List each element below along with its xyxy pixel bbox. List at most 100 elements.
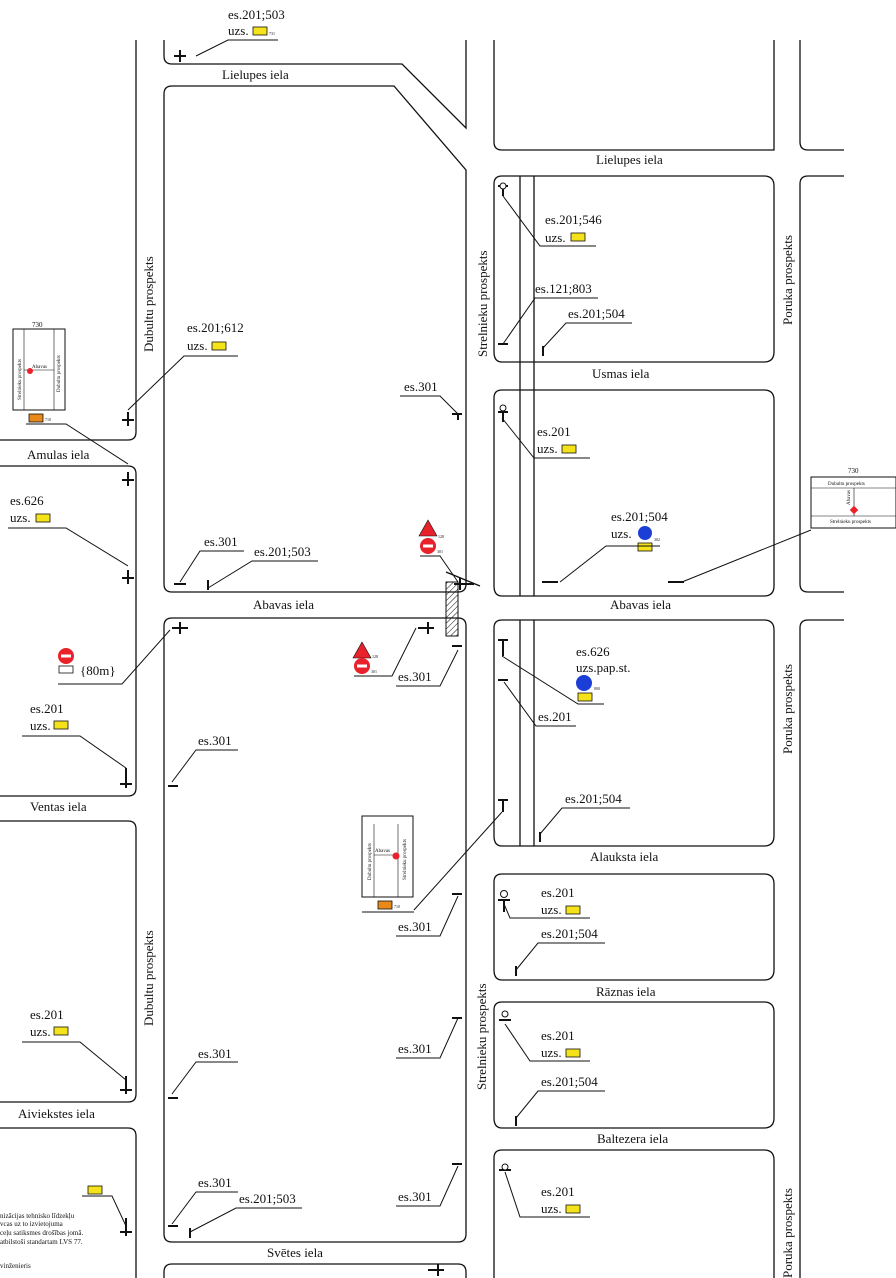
sign-post xyxy=(120,768,132,788)
plate-sign xyxy=(87,1185,103,1195)
sign-post xyxy=(122,570,134,584)
callout-leader xyxy=(26,423,129,465)
callout-label: es.301 xyxy=(198,733,232,748)
callout-leader xyxy=(354,627,417,677)
no-entry-bar xyxy=(423,544,433,548)
sign-posts xyxy=(120,50,684,1276)
sign-code: 301 xyxy=(371,669,377,674)
sign-post xyxy=(498,639,508,656)
inset-street: Strelnieku prospekts xyxy=(403,839,408,880)
sign-code: 301 xyxy=(437,549,443,554)
inset-sign-right: 730 Dubultu prospekts Abavas Strelnieku … xyxy=(681,467,896,583)
sign-code: 128 xyxy=(438,534,444,539)
street-labels: Lielupes iela Lielupes iela Dubultu pros… xyxy=(18,67,795,1278)
sign-post xyxy=(120,1218,132,1236)
inset-sign-middle: 730 Dubultu prospekts Abavas Strelnieku … xyxy=(361,815,414,913)
block-outline xyxy=(0,820,137,1103)
callout-leader xyxy=(207,560,318,589)
callout-label: es.201;504 xyxy=(568,306,625,321)
callout-leader xyxy=(22,1041,127,1081)
inset-street: Strelnieku prospekts xyxy=(18,359,23,400)
sign-code: 710 xyxy=(394,904,400,909)
callout-leader xyxy=(504,1023,590,1062)
callout-leader xyxy=(413,811,503,911)
note-line: atbilstoši standartam LVS 77. xyxy=(0,1238,83,1246)
callout-leader xyxy=(171,1061,238,1095)
callout-leader xyxy=(171,1191,238,1225)
callout-extra: uzs. xyxy=(541,1045,562,1060)
callout-leader xyxy=(171,749,238,783)
callout-label: es.201;504 xyxy=(611,509,668,524)
callout-leader xyxy=(22,735,127,769)
callout-extra: uzs. xyxy=(537,441,558,456)
callout-extra: uzs.pap.st. xyxy=(576,660,631,675)
callout-label: es.301 xyxy=(398,669,432,684)
street-name: Abavas iela xyxy=(253,597,314,612)
callout-leader xyxy=(559,545,660,583)
sign-post xyxy=(172,622,188,634)
callout-label: es.201 xyxy=(30,701,64,716)
inset-code: 730 xyxy=(848,467,859,475)
inset-street: Abavas xyxy=(847,490,852,505)
sign-ring xyxy=(501,1010,509,1018)
block-outline xyxy=(0,465,137,797)
street-name: Poruka prospekts xyxy=(780,664,795,754)
plate-sign xyxy=(570,232,586,242)
roadwork-signs-upper: 128 301 xyxy=(418,519,459,583)
callout-label: es.626 xyxy=(576,644,610,659)
street-name: Baltezera iela xyxy=(597,1131,668,1146)
note-line: vinženieris xyxy=(0,1262,31,1270)
sign-ring xyxy=(499,404,507,412)
sign-post xyxy=(120,1076,132,1094)
callout-extra: uzs. xyxy=(611,526,632,541)
callout-leader xyxy=(189,1207,302,1233)
crossing-line xyxy=(445,571,481,587)
street-name: Usmas iela xyxy=(592,366,650,381)
plate-sign xyxy=(53,1026,69,1036)
sign-post xyxy=(498,799,508,812)
warning-triangle-sign xyxy=(418,519,438,537)
callout-label: es.201;612 xyxy=(187,320,244,335)
street-name: Lielupes iela xyxy=(596,152,663,167)
street-name: Poruka prospekts xyxy=(780,235,795,325)
callout-leader xyxy=(396,1165,459,1207)
street-name: Amulas iela xyxy=(27,447,90,462)
callout-extra: uzs. xyxy=(545,230,566,245)
plate-sign xyxy=(561,444,577,454)
callout-leader xyxy=(195,39,278,57)
callout-label: es.301 xyxy=(398,919,432,934)
callout-label: es.301 xyxy=(404,379,438,394)
inset-marker xyxy=(392,852,400,860)
no-entry-bar xyxy=(61,654,71,658)
block-outline xyxy=(799,175,844,593)
callouts: es.201;503 uzs. 731 es.201;612 uzs. es.2… xyxy=(8,7,668,1233)
callout-leader xyxy=(179,550,244,583)
street-name: Alauksta iela xyxy=(590,849,658,864)
plate-sign xyxy=(252,26,268,36)
block-outline xyxy=(163,617,467,1243)
callout-label: es.201;504 xyxy=(565,791,622,806)
sign-post xyxy=(454,578,474,590)
sign-post xyxy=(498,899,510,912)
sign-code: 731 xyxy=(269,31,275,36)
plate-sign xyxy=(58,665,74,674)
plate-sign xyxy=(28,413,44,423)
sign-ring xyxy=(500,890,508,898)
roadwork-signs-lower: 128 301 xyxy=(352,627,417,677)
street-name: Strelnieku prospekts xyxy=(474,983,489,1090)
callout-label: es.301 xyxy=(198,1046,232,1061)
plate-sign xyxy=(565,905,581,915)
sign-code: 302 xyxy=(654,537,660,542)
callout-label: es.301 xyxy=(198,1175,232,1190)
plate-sign xyxy=(211,341,227,351)
callout-label: es.301 xyxy=(398,1041,432,1056)
inset-code: 730 xyxy=(32,321,43,329)
inset-street: Abavas xyxy=(32,365,47,370)
work-zone-hatch xyxy=(445,581,459,637)
block-outline xyxy=(493,40,775,151)
plate-sign xyxy=(565,1204,581,1214)
callout-leader xyxy=(515,1090,605,1119)
note-line: nizācijas tehnisko līdzekļu xyxy=(0,1212,75,1220)
callout-extra: uzs. xyxy=(541,902,562,917)
block-outline xyxy=(493,1001,775,1129)
